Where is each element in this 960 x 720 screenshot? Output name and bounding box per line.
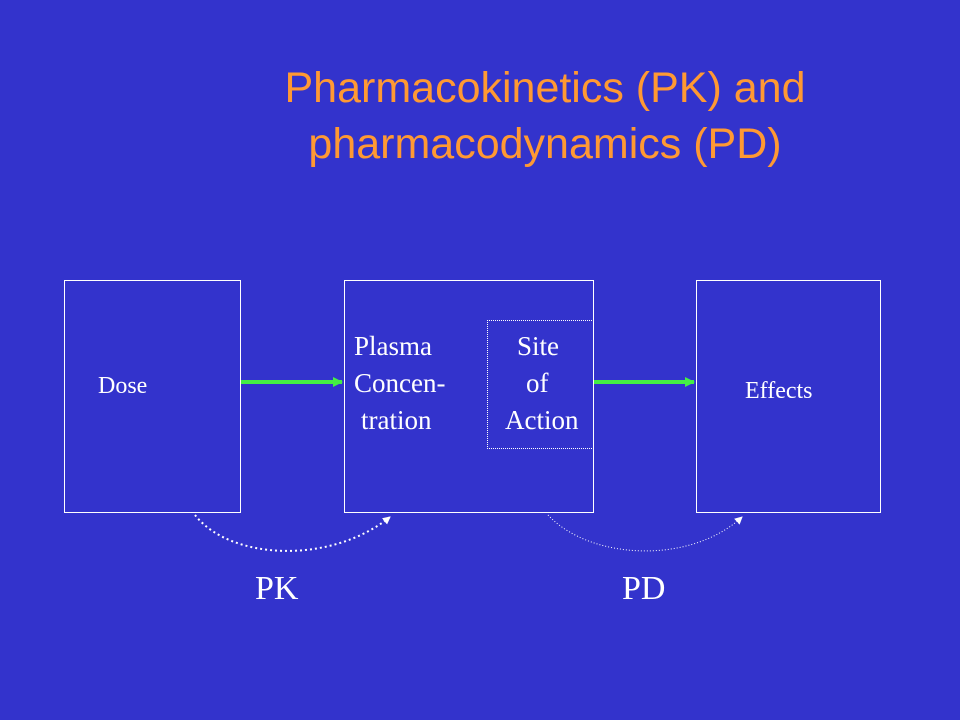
site-label-line-2: of bbox=[526, 368, 549, 398]
slide-title: Pharmacokinetics (PK) and pharmacodynami… bbox=[200, 60, 890, 172]
pd-label: PD bbox=[622, 570, 666, 607]
dose-label: Dose bbox=[98, 373, 148, 399]
site-label-line-3: Action bbox=[505, 405, 579, 435]
effects-label: Effects bbox=[745, 378, 813, 404]
title-line-1: Pharmacokinetics (PK) and bbox=[284, 64, 806, 112]
plasma-label-line-2: Concen- bbox=[354, 368, 446, 398]
pk-curved-arrow bbox=[194, 514, 391, 552]
pk-label: PK bbox=[255, 570, 299, 607]
plasma-label-line-3: tration bbox=[361, 405, 432, 435]
site-of-action-box bbox=[487, 320, 594, 449]
site-label-line-1: Site bbox=[517, 331, 560, 361]
title-line-2: pharmacodynamics (PD) bbox=[308, 120, 782, 168]
dose-box bbox=[64, 280, 241, 513]
pd-curved-arrow bbox=[547, 514, 743, 552]
plasma-label-line-1: Plasma bbox=[354, 331, 432, 361]
effects-box bbox=[696, 280, 881, 513]
